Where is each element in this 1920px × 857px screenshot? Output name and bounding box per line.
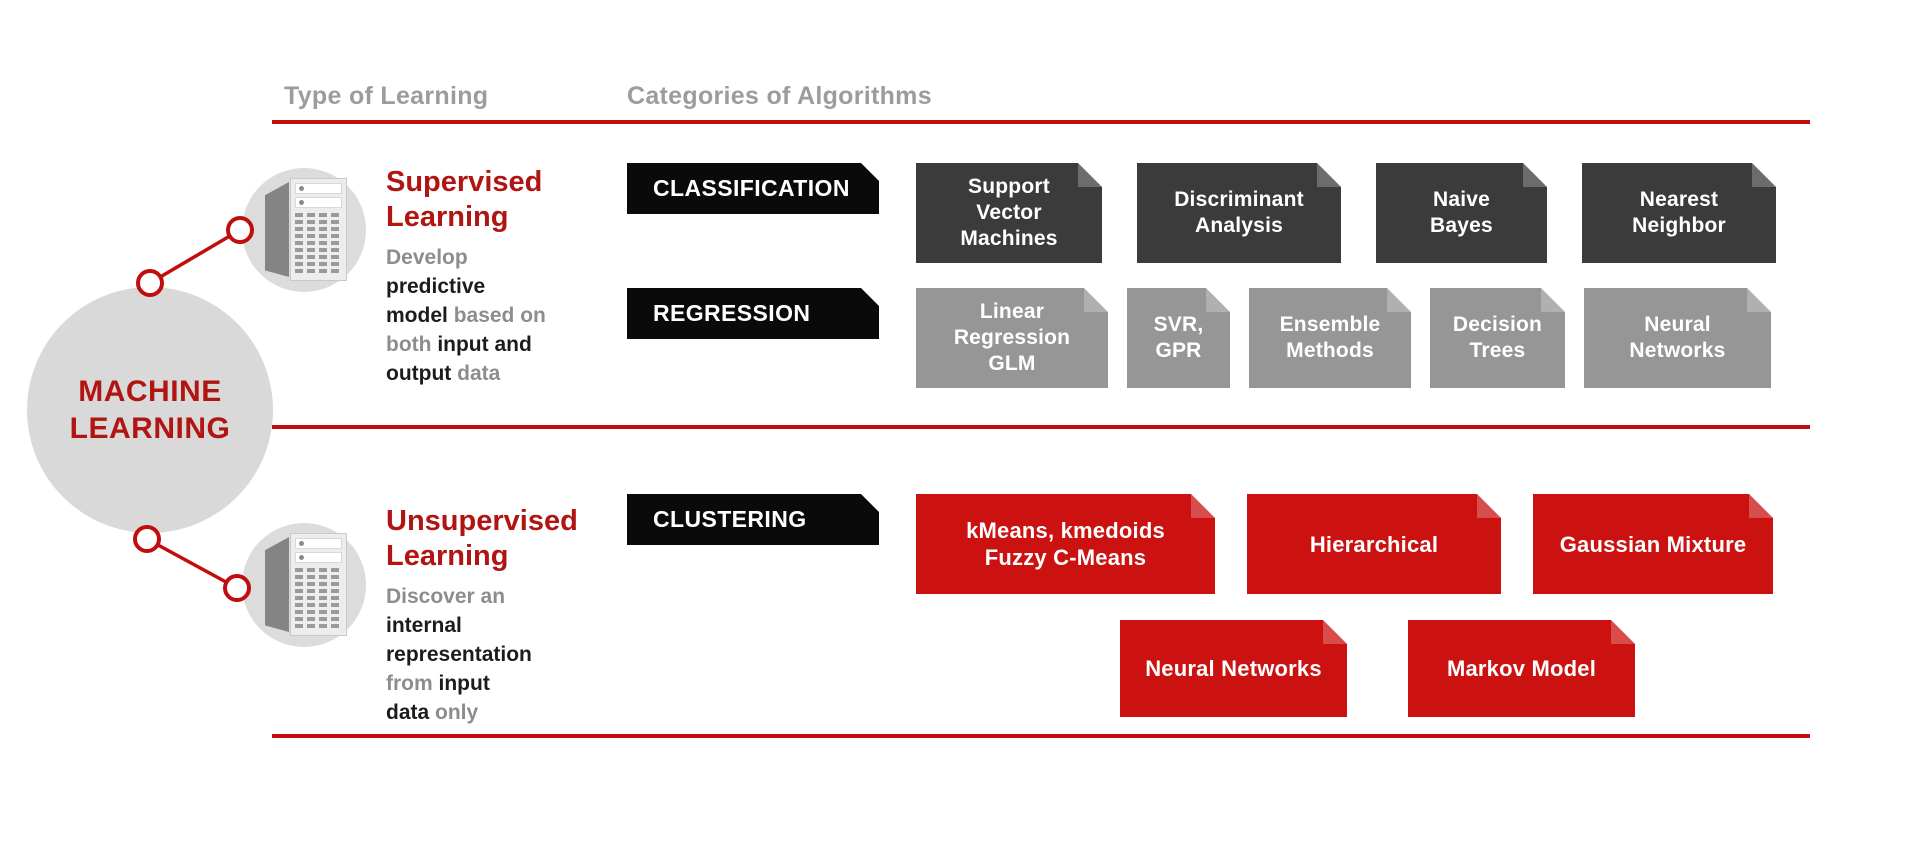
box-decision-trees: Decision Trees [1430,288,1565,388]
desc-line: both input and [386,333,532,356]
unsupervised-learning-title: Unsupervised Learning [386,504,578,574]
unsupervised-title-line1: Unsupervised [386,505,578,537]
server-led-dot [299,541,304,546]
box-neural-networks-clustering: Neural Networks [1120,620,1347,717]
regression-boxes-row: Linear Regression GLM SVR, GPR Ensemble … [916,288,1771,388]
supervised-description: Develop predictive model based on both i… [386,243,546,388]
box-neural-networks-regression: Neural Networks [1584,288,1771,388]
box-support-vector-machines: Support Vector Machines [916,163,1102,263]
divider-top [272,120,1810,124]
server-led-dot [299,555,304,560]
connector-line-supervised [149,228,241,285]
desc-line: internal [386,614,462,637]
server-side-panel [265,182,289,277]
box-hierarchical: Hierarchical [1247,494,1501,594]
box-nearest-neighbor: Nearest Neighbor [1582,163,1776,263]
server-led-dot [299,186,304,191]
supervised-title-line2: Learning [386,201,509,233]
desc-line: Develop [386,246,468,269]
box-gaussian-mixture: Gaussian Mixture [1533,494,1773,594]
server-front-panel [290,533,347,636]
desc-line: from input [386,672,490,695]
hub-title: MACHINE LEARNING [70,373,231,447]
desc-line: output data [386,362,501,385]
hub-title-line1: MACHINE [78,375,222,408]
box-linear-regression-glm: Linear Regression GLM [916,288,1108,388]
clustering-boxes-row1: kMeans, kmedoids Fuzzy C-Means Hierarchi… [916,494,1773,594]
supervised-title-line1: Supervised [386,166,543,198]
supervised-learning-title: Supervised Learning [386,165,542,235]
desc-line: Discover an [386,585,506,608]
category-tag-classification: CLASSIFICATION [627,163,879,214]
server-led-dot [299,200,304,205]
box-discriminant-analysis: Discriminant Analysis [1137,163,1341,263]
server-side-panel [265,537,289,632]
category-tag-regression: REGRESSION [627,288,879,339]
desc-line: representation [386,643,532,666]
unsupervised-icon-circle [242,523,366,647]
connector-line-unsupervised [146,537,238,590]
classification-boxes-row: Support Vector Machines Discriminant Ana… [916,163,1776,263]
box-svr-gpr: SVR, GPR [1127,288,1230,388]
server-drive-row [295,538,342,549]
server-drive-row [295,197,342,208]
desc-line: model based on [386,304,546,327]
category-tag-clustering: CLUSTERING [627,494,879,545]
server-front-panel [290,178,347,281]
supervised-icon-circle [242,168,366,292]
server-drive-row [295,183,342,194]
box-markov-model: Markov Model [1408,620,1635,717]
machine-learning-hub: MACHINE LEARNING [27,287,273,533]
server-vents [295,566,342,628]
server-icon [242,168,366,292]
divider-bottom [272,734,1810,738]
unsupervised-title-line2: Learning [386,540,509,572]
server-vents [295,211,342,273]
hub-title-line2: LEARNING [69,412,231,445]
server-drive-row [295,552,342,563]
box-naive-bayes: Naive Bayes [1376,163,1547,263]
divider-middle [272,425,1810,429]
box-ensemble-methods: Ensemble Methods [1249,288,1411,388]
desc-line: predictive [386,275,486,298]
desc-line: data only [386,701,479,724]
unsupervised-description: Discover an internal representation from… [386,582,532,727]
server-icon [242,523,366,647]
box-kmeans-kmedoids-fuzzy-cmeans: kMeans, kmedoids Fuzzy C-Means [916,494,1215,594]
clustering-boxes-row2: Neural Networks Markov Model [1120,620,1635,717]
column-header-categories-of-algorithms: Categories of Algorithms [627,82,932,110]
column-header-type-of-learning: Type of Learning [284,82,489,110]
